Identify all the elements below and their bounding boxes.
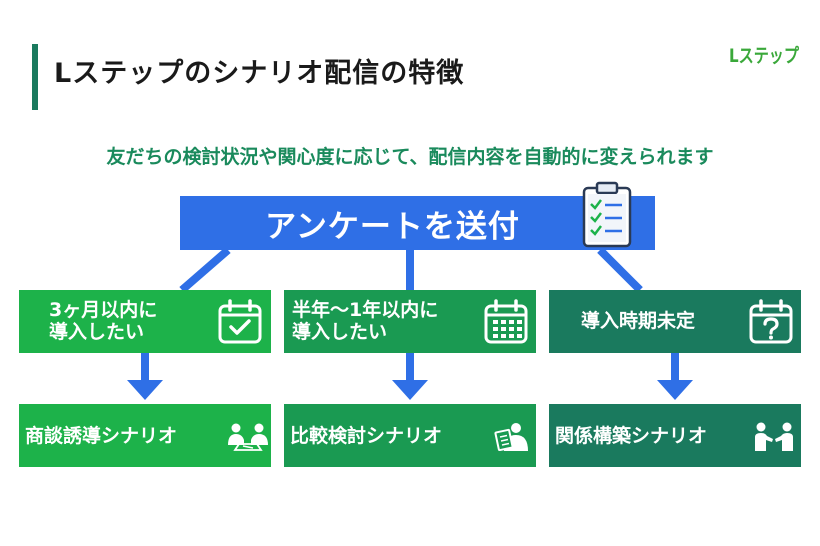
clipboard-check-icon — [582, 181, 632, 248]
subtitle: 友だちの検討状況や関心度に応じて、配信内容を自動的に変えられます — [106, 146, 714, 168]
calendar-check-icon — [218, 299, 262, 344]
arrow-down-2 — [392, 353, 428, 400]
survey-step-label: アンケートを送付 — [265, 208, 520, 245]
connector-left — [179, 246, 231, 294]
scenario-box-relationship: 関係構築シナリオ — [549, 404, 801, 467]
scenario-box-comparison: 比較検討シナリオ — [284, 404, 536, 467]
scenario-label: 比較検討シナリオ — [290, 425, 443, 447]
scenario-label: 商談誘導シナリオ — [25, 425, 178, 447]
survey-step-box: アンケートを送付 — [180, 196, 655, 250]
scenario-box-negotiation: 商談誘導シナリオ — [19, 404, 271, 467]
arrow-down-1 — [127, 353, 163, 400]
connector-right — [597, 247, 643, 293]
condition-line2: 導入したい — [292, 321, 388, 343]
arrow-down-3 — [657, 353, 693, 400]
title-accent-bar — [32, 44, 38, 110]
person-document-icon — [494, 423, 528, 451]
calendar-question-icon — [749, 299, 793, 344]
handshake-icon — [755, 422, 793, 451]
scenario-label: 関係構築シナリオ — [555, 425, 708, 447]
condition-box-undecided: 導入時期未定 — [549, 290, 801, 353]
lstep-logo: Lステップ — [729, 44, 800, 68]
logo-text: Lステップ — [729, 44, 800, 67]
calendar-grid-icon — [484, 299, 528, 344]
meeting-icon — [228, 423, 268, 451]
condition-text: 半年〜1年以内に 導入したい — [292, 299, 438, 343]
condition-line1: 半年〜1年以内に — [292, 299, 439, 321]
condition-box-half-year: 半年〜1年以内に 導入したい — [284, 290, 536, 353]
page-title: Lステップのシナリオ配信の特徴 — [54, 58, 465, 89]
condition-box-3months: 3ヶ月以内に 導入したい — [19, 290, 271, 353]
condition-line1: 3ヶ月以内に — [49, 299, 158, 321]
condition-text: 3ヶ月以内に 導入したい — [49, 299, 157, 343]
condition-line2: 導入したい — [49, 321, 145, 343]
condition-text: 導入時期未定 — [581, 310, 696, 332]
